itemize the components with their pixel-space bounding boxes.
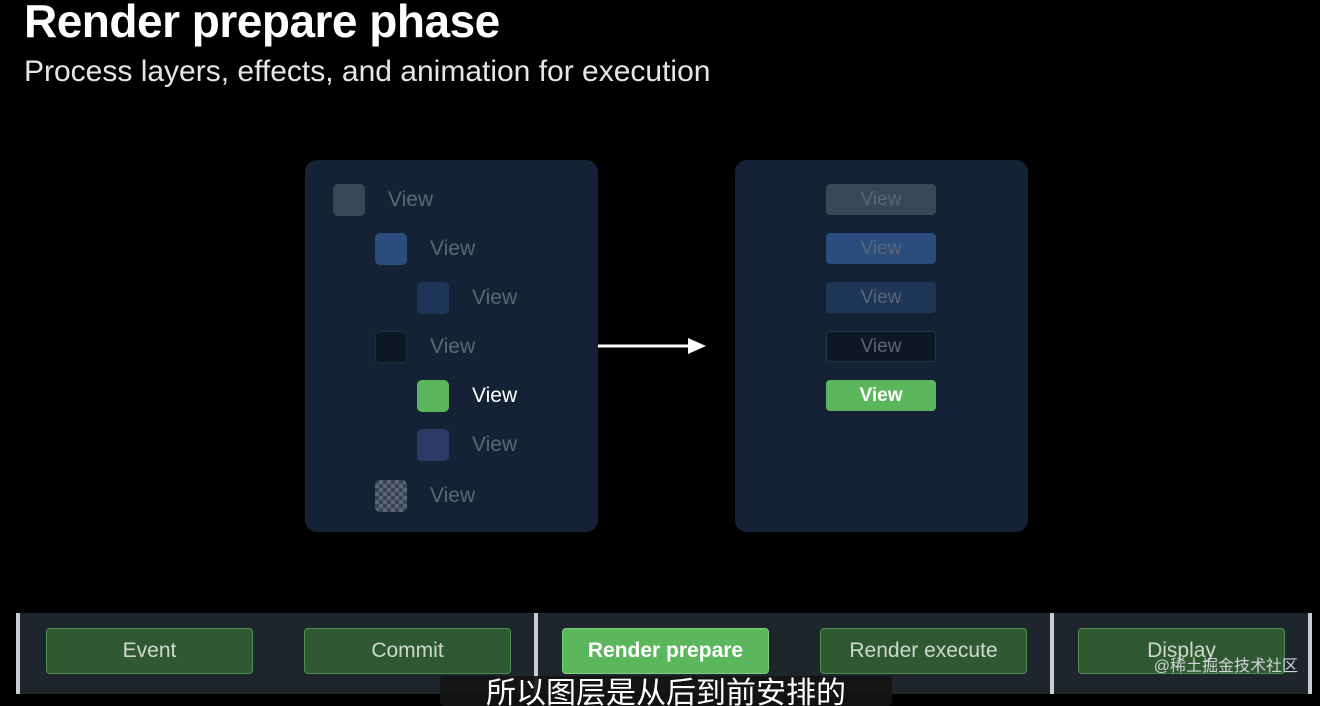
layer-tree-row: View	[417, 380, 517, 412]
layer-tree-row: View	[333, 184, 433, 216]
subtitle-caption: 所以图层是从后到前安排的	[440, 676, 892, 706]
layer-tree-row: View	[375, 480, 475, 512]
pipeline-divider	[16, 613, 20, 694]
slide-subtitle: Process layers, effects, and animation f…	[24, 55, 711, 88]
slide-title: Render prepare phase	[24, 0, 500, 47]
render-list-item: View	[826, 282, 936, 313]
render-list-item: View	[826, 380, 936, 411]
layer-swatch	[417, 429, 449, 461]
layer-label: View	[430, 335, 476, 358]
layer-label: View	[472, 433, 518, 456]
layer-tree-row: View	[417, 282, 517, 314]
layer-swatch	[375, 233, 407, 265]
layer-tree-row: View	[375, 331, 475, 363]
pipeline-stage: Render execute	[820, 628, 1027, 674]
render-list-item: View	[826, 233, 936, 264]
pipeline-stage: Commit	[304, 628, 511, 674]
layer-swatch	[417, 380, 449, 412]
layer-swatch	[375, 331, 407, 363]
arrow-right-icon	[598, 338, 706, 354]
pipeline-divider	[1050, 613, 1054, 694]
pipeline-stage: Event	[46, 628, 253, 674]
layer-swatch	[417, 282, 449, 314]
layer-tree-row: View	[375, 233, 475, 265]
layer-label: View	[430, 484, 476, 507]
layer-label: View	[388, 188, 434, 211]
layer-label: View	[430, 237, 476, 260]
layer-swatch	[333, 184, 365, 216]
pipeline-divider	[1308, 613, 1312, 694]
layer-label: View	[472, 384, 518, 407]
pipeline-stage: Render prepare	[562, 628, 769, 674]
pipeline-divider	[534, 613, 538, 694]
pipeline-bar: Event Commit Render prepare Render execute D…	[16, 613, 1312, 694]
render-list-item: View	[826, 331, 936, 362]
watermark: @稀土掘金技术社区	[1153, 658, 1298, 675]
render-list-item: View	[826, 184, 936, 215]
pipeline-stage: Display	[1078, 628, 1285, 674]
layer-tree-row: View	[417, 429, 517, 461]
layer-swatch	[375, 480, 407, 512]
layer-label: View	[472, 286, 518, 309]
